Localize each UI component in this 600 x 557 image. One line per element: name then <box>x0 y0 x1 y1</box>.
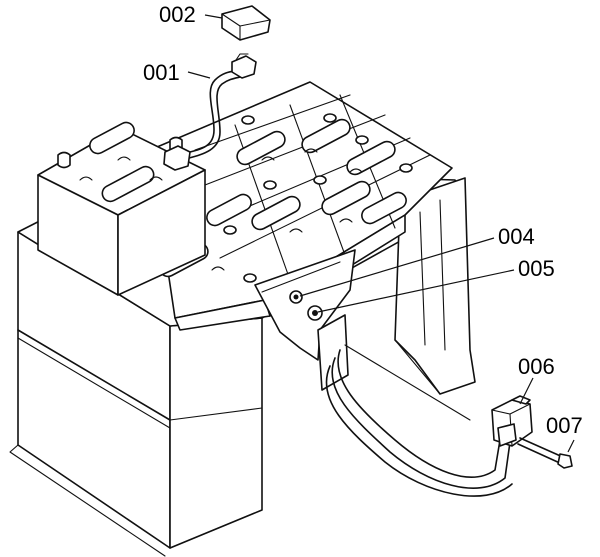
label-005: 005 <box>518 256 555 281</box>
label-001: 001 <box>143 60 180 85</box>
washer-004 <box>289 290 303 304</box>
mounting-bracket <box>254 249 356 391</box>
terminal-cap-002 <box>221 5 271 41</box>
terminal-cable-001 <box>163 53 257 171</box>
tray-side-wall <box>394 177 476 395</box>
bolt-007 <box>517 437 573 469</box>
label-007: 007 <box>546 413 583 438</box>
washer-005 <box>307 305 323 321</box>
label-004: 004 <box>498 224 535 249</box>
wire-harness <box>325 344 513 497</box>
connector-006 <box>491 395 533 447</box>
label-006: 006 <box>518 354 555 379</box>
leader-lines <box>187 14 575 453</box>
label-002: 002 <box>159 2 196 27</box>
front-battery-cell <box>37 121 206 296</box>
